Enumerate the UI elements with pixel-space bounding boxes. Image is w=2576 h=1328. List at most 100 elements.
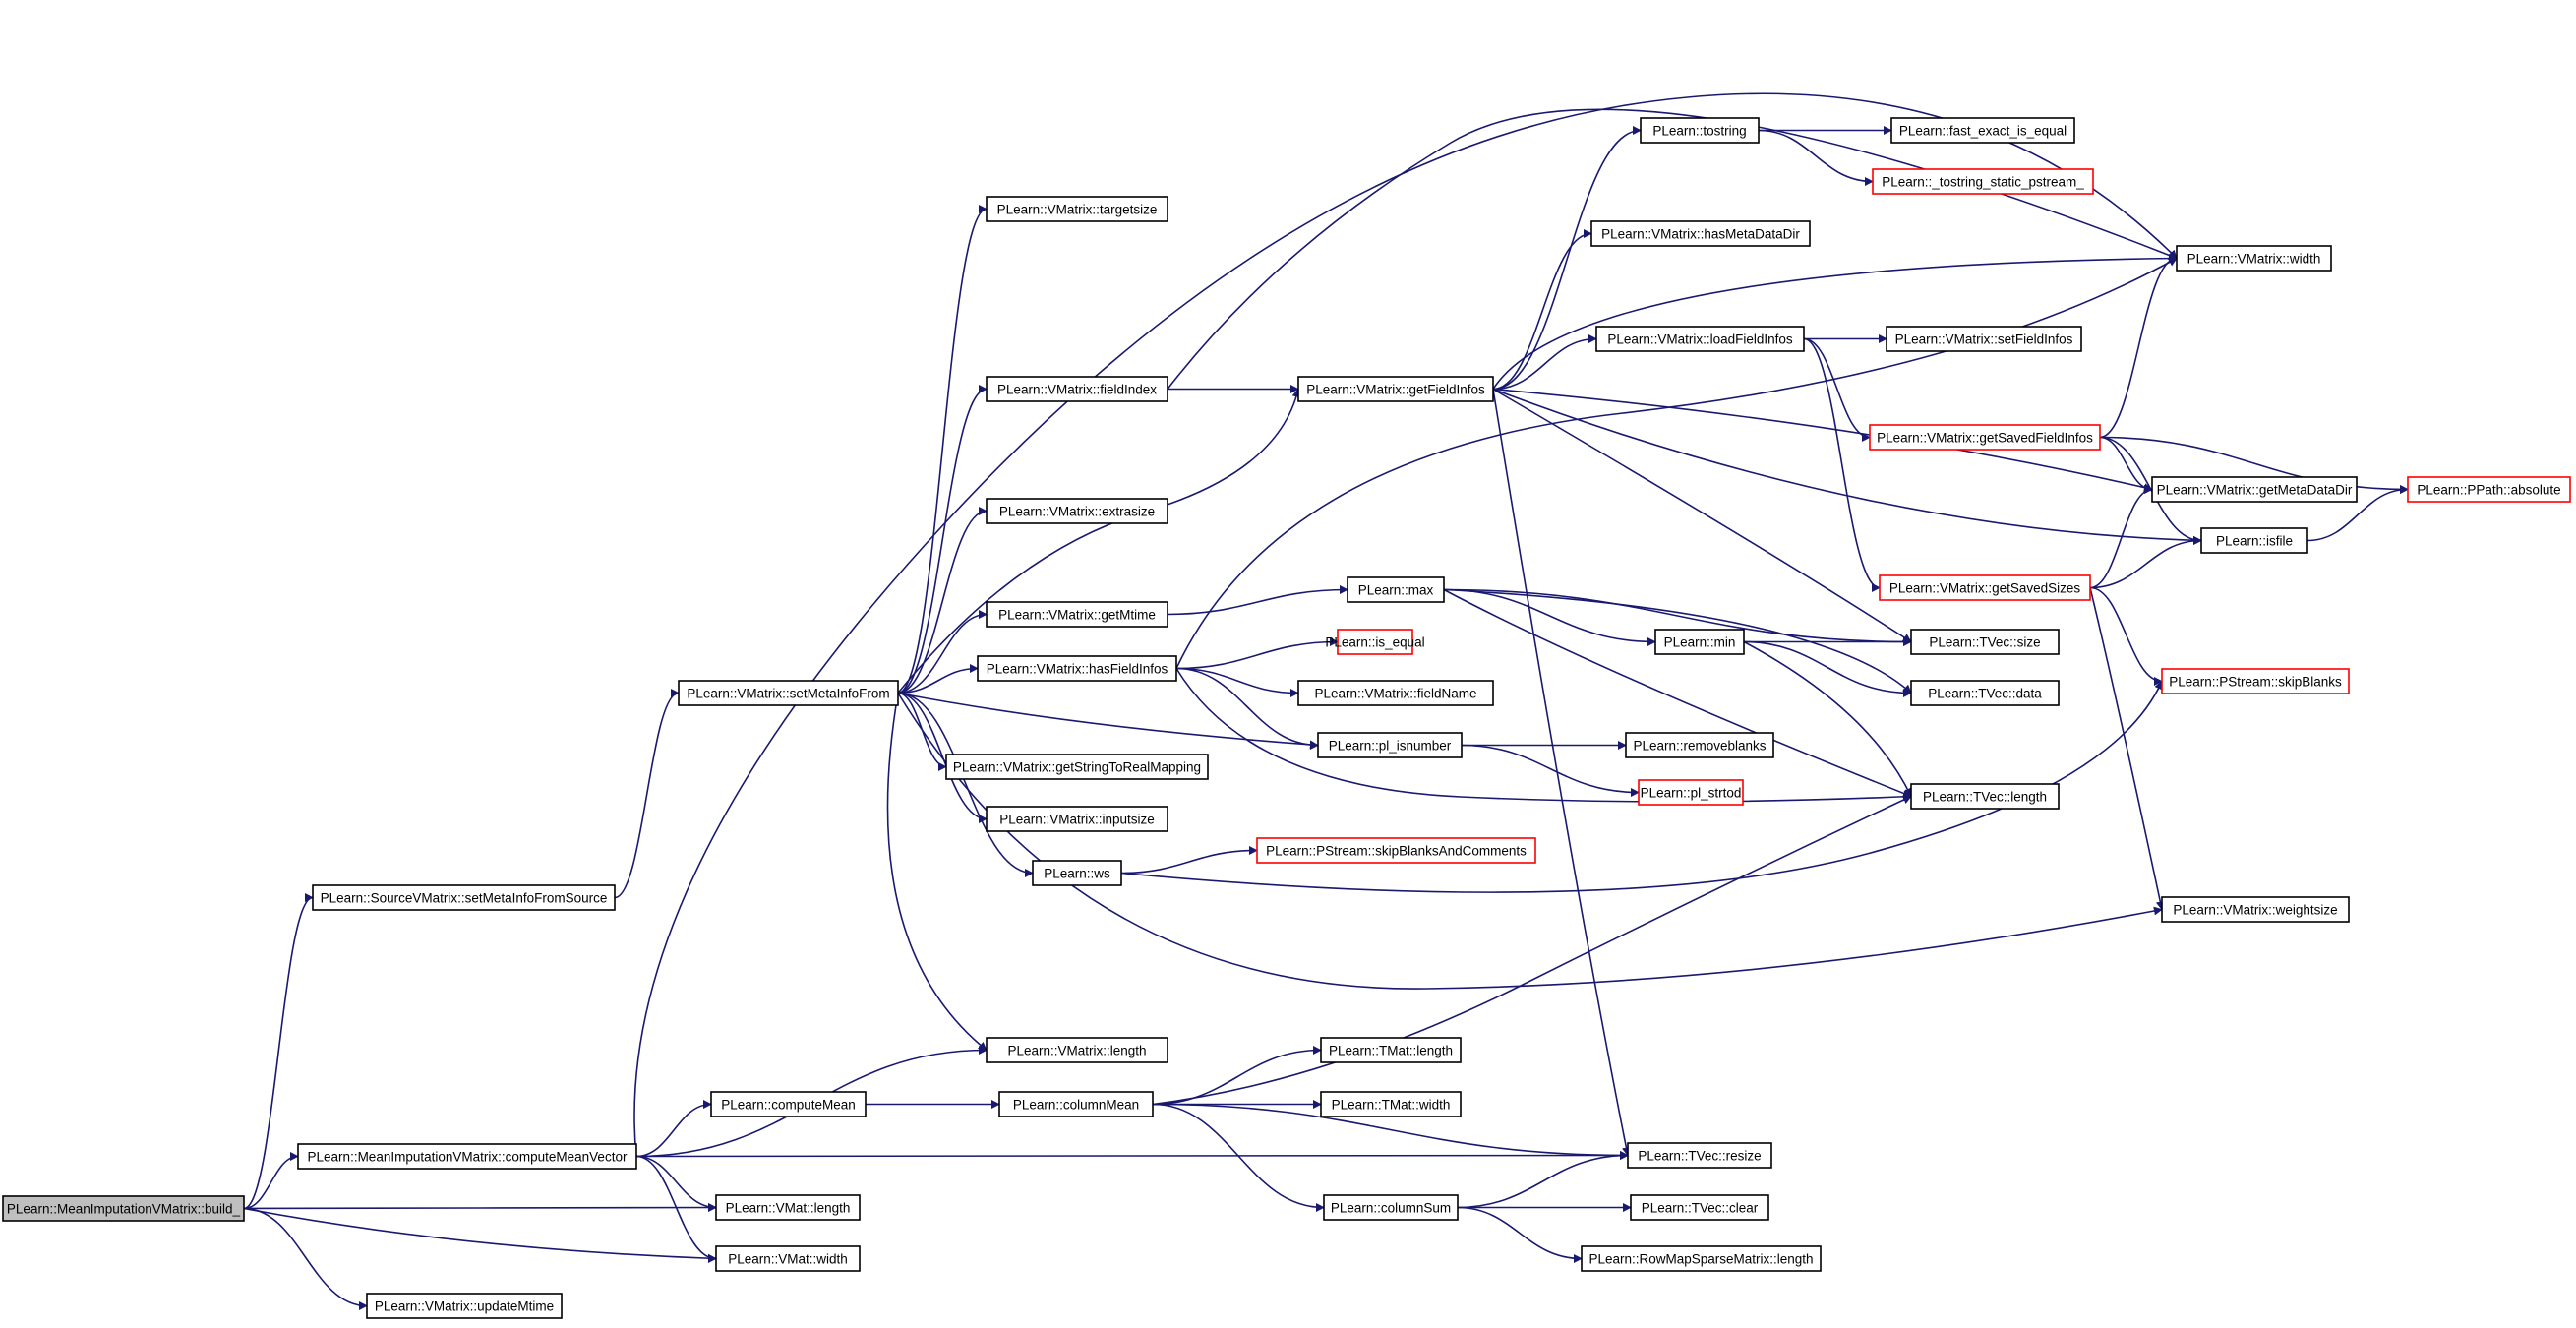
call-edge-getFieldInfos-to-vmWidth	[1492, 254, 2178, 390]
function-node-updateMtime[interactable]: PLearn::VMatrix::updateMtime	[366, 1293, 563, 1319]
function-node-hasFieldInfos[interactable]: PLearn::VMatrix::hasFieldInfos	[977, 655, 1177, 682]
call-edge-getMtime-to-max	[1167, 585, 1348, 616]
function-node-setMetaInfoFromSource[interactable]: PLearn::SourceVMatrix::setMetaInfoFromSo…	[312, 884, 616, 911]
node-box	[986, 601, 1168, 628]
function-node-getFieldInfos[interactable]: PLearn::VMatrix::getFieldInfos	[1297, 376, 1494, 402]
node-box	[1590, 220, 1811, 247]
function-node-vmWidth[interactable]: PLearn::VMatrix::width	[2176, 245, 2332, 272]
node-label: PLearn::PStream::skipBlanksAndComments	[1266, 844, 1527, 859]
node-label: PLearn::VMatrix::updateMtime	[375, 1299, 554, 1314]
function-node-tostringStatic[interactable]: PLearn::_tostring_static_pstream_	[1872, 168, 2094, 195]
call-edge-getFieldInfos-to-hasMetaDataDir	[1492, 229, 1592, 391]
function-node-weightsize[interactable]: PLearn::VMatrix::weightsize	[2161, 896, 2350, 923]
function-node-skipBlanks[interactable]: PLearn::PStream::skipBlanks	[2161, 668, 2350, 694]
node-label: PLearn::columnSum	[1331, 1201, 1451, 1216]
node-label: PLearn::VMatrix::hasMetaDataDir	[1601, 227, 1800, 242]
function-node-ppathAbsolute[interactable]: PLearn::PPath::absolute	[2407, 476, 2571, 503]
function-node-min[interactable]: PLearn::min	[1654, 629, 1745, 655]
call-edge-columnMean-to-tvecLength	[1152, 795, 1912, 1106]
function-node-tvecSize[interactable]: PLearn::TVec::size	[1910, 629, 2060, 655]
node-label: PLearn::fast_exact_is_equal	[1899, 124, 2067, 139]
function-node-getMtime[interactable]: PLearn::VMatrix::getMtime	[986, 601, 1168, 628]
call-edge-columnSum-to-tvecResize	[1457, 1151, 1629, 1209]
call-edge-getFieldInfos-to-tvecSize	[1492, 388, 1912, 643]
function-node-fieldIndex[interactable]: PLearn::VMatrix::fieldIndex	[986, 376, 1168, 402]
node-box	[1256, 837, 1536, 864]
node-label: PLearn::VMatrix::extrasize	[999, 505, 1155, 519]
node-box	[715, 1194, 861, 1221]
node-box	[2151, 476, 2358, 503]
node-box	[2200, 527, 2308, 554]
node-label: PLearn::TVec::resize	[1638, 1149, 1761, 1164]
node-box	[1337, 629, 1413, 655]
function-node-fastExact[interactable]: PLearn::fast_exact_is_equal	[1890, 117, 2075, 144]
node-box	[1630, 1194, 1769, 1221]
call-edge-columnMean-to-columnSum	[1152, 1103, 1325, 1212]
function-node-columnMean[interactable]: PLearn::columnMean	[998, 1091, 1154, 1117]
node-label: PLearn::TVec::size	[1929, 635, 2040, 650]
node-box	[945, 754, 1209, 780]
function-node-tostring[interactable]: PLearn::tostring	[1640, 117, 1760, 144]
function-node-tmatLength[interactable]: PLearn::TMat::length	[1320, 1037, 1462, 1063]
function-node-tvecResize[interactable]: PLearn::TVec::resize	[1627, 1142, 1772, 1169]
call-edge-setMetaInfoFrom-to-ws	[897, 692, 1034, 877]
node-label: PLearn::SourceVMatrix::setMetaInfoFromSo…	[321, 891, 608, 906]
function-node-computeMeanVector[interactable]: PLearn::MeanImputationVMatrix::computeMe…	[297, 1143, 637, 1170]
function-node-columnSum[interactable]: PLearn::columnSum	[1323, 1194, 1459, 1221]
function-node-tvecData[interactable]: PLearn::TVec::data	[1910, 680, 2060, 706]
function-node-tvecClear[interactable]: PLearn::TVec::clear	[1630, 1194, 1769, 1221]
call-edge-computeMeanVector-to-computeMean	[635, 1100, 712, 1158]
function-node-fieldName[interactable]: PLearn::VMatrix::fieldName	[1297, 680, 1494, 706]
node-label: PLearn::VMatrix::targetsize	[997, 203, 1158, 217]
function-node-ws[interactable]: PLearn::ws	[1032, 860, 1122, 886]
function-node-extrasize[interactable]: PLearn::VMatrix::extrasize	[986, 498, 1168, 524]
node-label: PLearn::PPath::absolute	[2417, 483, 2560, 498]
node-box	[1032, 860, 1122, 886]
node-box	[1347, 576, 1445, 603]
function-node-getSavedSizes[interactable]: PLearn::VMatrix::getSavedSizes	[1879, 574, 2091, 601]
function-node-loadFieldInfos[interactable]: PLearn::VMatrix::loadFieldInfos	[1595, 326, 1805, 352]
node-box	[986, 806, 1168, 832]
function-node-skipBlanksAndComments[interactable]: PLearn::PStream::skipBlanksAndComments	[1256, 837, 1536, 864]
call-edge-computeMeanVector-to-vmatLength	[635, 1155, 717, 1212]
call-edge-getSavedSizes-to-weightsize	[2089, 587, 2165, 911]
function-node-removeblanks[interactable]: PLearn::removeblanks	[1625, 732, 1774, 758]
node-label: PLearn::VMat::length	[726, 1201, 851, 1216]
node-label: PLearn::pl_isnumber	[1329, 739, 1452, 754]
node-box	[715, 1245, 861, 1272]
call-edge-build-to-computeMeanVector	[243, 1152, 299, 1210]
function-node-tvecLength[interactable]: PLearn::TVec::length	[1910, 783, 2060, 810]
node-box	[1640, 117, 1760, 144]
function-node-max[interactable]: PLearn::max	[1347, 576, 1445, 603]
node-box	[2161, 896, 2350, 923]
function-node-plIsnumber[interactable]: PLearn::pl_isnumber	[1317, 732, 1463, 758]
node-box	[1320, 1037, 1462, 1063]
function-node-getMetaDataDir[interactable]: PLearn::VMatrix::getMetaDataDir	[2151, 476, 2358, 503]
function-node-vmatLength[interactable]: PLearn::VMat::length	[715, 1194, 861, 1221]
call-edge-hasFieldInfos-to-plIsnumber	[1175, 667, 1319, 750]
function-node-hasMetaDataDir[interactable]: PLearn::VMatrix::hasMetaDataDir	[1590, 220, 1811, 247]
function-node-isEqual[interactable]: PLearn::is_equal	[1325, 629, 1425, 655]
function-node-vmLength[interactable]: PLearn::VMatrix::length	[986, 1037, 1168, 1063]
function-node-setMetaInfoFrom[interactable]: PLearn::VMatrix::setMetaInfoFrom	[678, 680, 899, 706]
function-node-getSavedFieldInfos[interactable]: PLearn::VMatrix::getSavedFieldInfos	[1869, 424, 2101, 451]
function-node-plStrtod[interactable]: PLearn::pl_strtod	[1638, 779, 1744, 806]
function-node-inputsize[interactable]: PLearn::VMatrix::inputsize	[986, 806, 1168, 832]
node-box	[2176, 245, 2332, 272]
node-label: PLearn::TVec::data	[1928, 687, 2042, 701]
function-node-getStringToRealMapping[interactable]: PLearn::VMatrix::getStringToRealMapping	[945, 754, 1209, 780]
node-box	[2, 1195, 245, 1222]
function-node-tmatWidth[interactable]: PLearn::TMat::width	[1320, 1091, 1462, 1117]
node-box	[986, 376, 1168, 402]
node-box	[1872, 168, 2094, 195]
function-node-isfile[interactable]: PLearn::isfile	[2200, 527, 2308, 554]
function-node-computeMean[interactable]: PLearn::computeMean	[710, 1091, 867, 1117]
function-node-targetsize[interactable]: PLearn::VMatrix::targetsize	[986, 196, 1168, 222]
call-edge-loadFieldInfos-to-getSavedSizes	[1803, 337, 1881, 592]
function-node-rowMapLength[interactable]: PLearn::RowMapSparseMatrix::length	[1581, 1245, 1822, 1272]
node-box	[1638, 779, 1744, 806]
function-node-vmatWidth[interactable]: PLearn::VMat::width	[715, 1245, 861, 1272]
call-edge-setMetaInfoFrom-to-targetsize	[897, 205, 988, 694]
function-node-setFieldInfos[interactable]: PLearn::VMatrix::setFieldInfos	[1886, 326, 2082, 352]
